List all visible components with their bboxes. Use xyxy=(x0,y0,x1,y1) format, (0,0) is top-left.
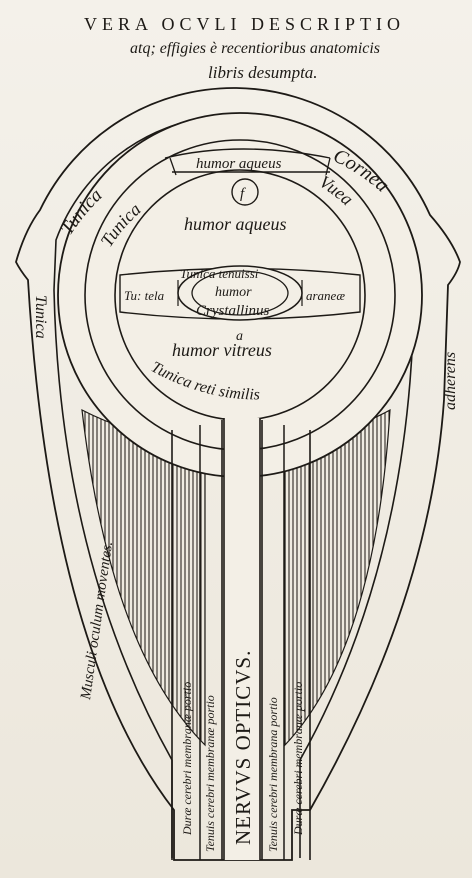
label-dura-left: Duræ cerebri membranæ portio xyxy=(180,682,194,836)
f-mark-circle xyxy=(231,178,259,206)
label-f-mark: f xyxy=(240,186,246,202)
label-humor-aqueus: humor aqueus xyxy=(184,214,287,234)
label-humor-crystallinus-2: Crystallinus xyxy=(196,303,270,319)
outer-outline xyxy=(15,87,461,861)
title-line-2: atq; effigies è recentioribus anatomicis xyxy=(130,40,381,57)
label-tu-tela: Tu: tela xyxy=(124,288,165,303)
label-humor-vitreus: humor vitreus xyxy=(172,340,272,360)
label-nervus-opticus: NERVVS OPTICVS. xyxy=(231,650,255,845)
label-adherens: adherens xyxy=(442,352,459,410)
label-tenuis-right: Tenuis cerebri membrana portio xyxy=(266,697,280,852)
lens-core xyxy=(191,270,289,316)
label-dura-right: Duræ cerebri membranæ portio xyxy=(291,682,305,836)
title-line-1: VERA OCVLI DESCRIPTIO xyxy=(84,14,406,34)
cornea-cap xyxy=(164,148,331,159)
label-tenuis-left: Tenuis cerebri membranæ portio xyxy=(203,695,217,852)
label-tunica-left: Tunica xyxy=(32,295,49,339)
label-humor-aqueus-top: humor aqueus xyxy=(196,156,282,172)
label-humor-crystallinus-1: humor xyxy=(215,285,252,300)
label-a-mark: a xyxy=(236,329,243,344)
title-line-3: libris desumpta. xyxy=(208,63,318,82)
label-araneae: araneæ xyxy=(306,288,345,303)
label-tunica-tenuissima: Tunica tenuissi xyxy=(180,266,259,281)
